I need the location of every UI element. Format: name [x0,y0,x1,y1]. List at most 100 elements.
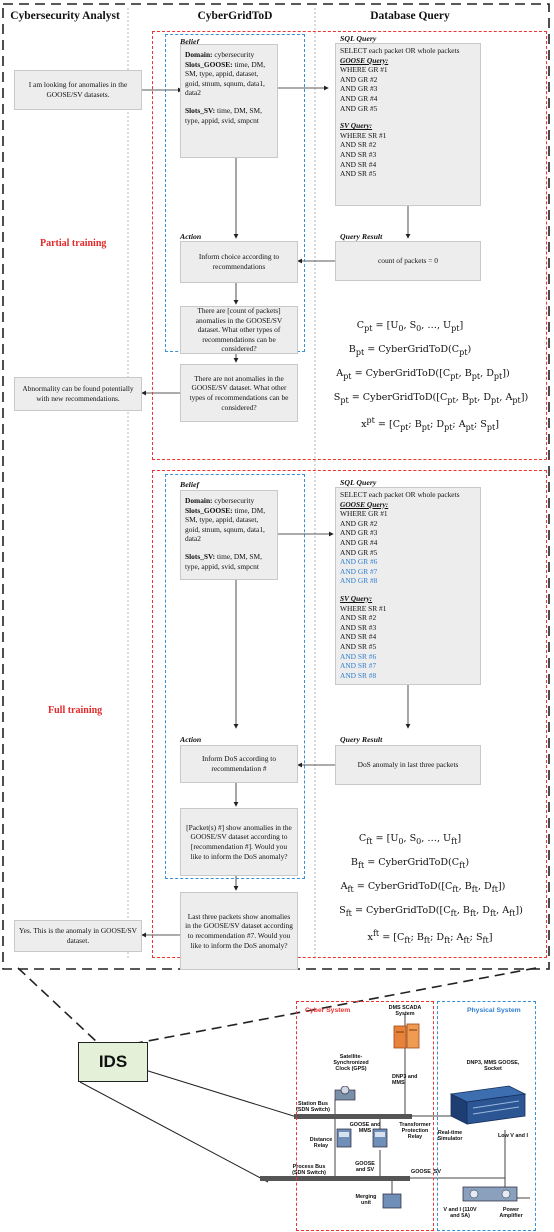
scada-server-icon [393,1023,420,1049]
full-system-response: Last three packets show anomalies in the… [180,892,298,970]
full-eq1: Cft = [U0, S0, …, Uft] [358,833,462,846]
goose-query-line: WHERE GR #1 [340,509,388,519]
goose-query-line: AND GR #2 [340,74,378,84]
goose-query-line: AND GR #4 [340,537,378,547]
real-time-simulator-icon [449,1085,527,1125]
full-belief-frame [165,474,305,879]
goose-query-line: AND GR #4 [340,93,378,103]
dnp3-mms-goose-label: DNP3, MMS GOOSE, Socket [466,1060,520,1073]
partial-frame [152,31,547,460]
full-inner-response: [Packet(s) #] show anomalies in the GOOS… [180,808,298,876]
full-eq5: xft = [Cft; Bft; Dft; Aft; Sft] [367,929,493,946]
physical-system-label: Physical System [467,1007,521,1014]
distance-relay-label: Distance Relay [309,1137,333,1150]
gps-clock-icon [334,1086,356,1101]
goose-query-new-line: AND GR #7 [340,566,378,576]
goose-query-line: AND GR #3 [340,84,378,94]
partial-eq3: Apt = CyberGridToD([Cpt, Bpt, Dpt]) [336,368,510,381]
goose-query-line: AND GR #2 [340,518,378,528]
sv-query-line: AND SR #3 [340,149,377,159]
process-bus-label: Process Bus (SDN Switch) [292,1164,326,1177]
goose-query-line: AND GR #3 [340,528,378,538]
ids-box: IDS [78,1042,148,1082]
low-vi-label: Low V and I [498,1133,528,1139]
sv-query-line: AND SR #4 [340,632,377,642]
partial-analyst-request: I am looking for anomalies in the GOOSE/… [14,70,142,110]
station-bus-label: Station Bus (SDN Switch) [296,1101,330,1114]
sv-query-line: AND SR #4 [340,159,377,169]
merging-unit-label: Merging unit [355,1194,377,1207]
header-tod: CyberGridToD [197,10,273,22]
full-eq2: Bft = CyberGridToD(Cft) [350,857,470,870]
full-result-label: Query Result [340,735,383,744]
partial-system-response: There are not anomalies in the GOOSE/SV … [180,364,298,422]
full-sql-label: SQL Query [340,478,377,487]
partial-sql-label: SQL Query [340,34,377,43]
goose-sv-label: GOOSE and SV [355,1161,375,1174]
goose-query-new-line: AND GR #8 [340,576,378,586]
partial-eq1: Cpt = [U0, S0, …, Upt] [356,320,464,333]
goose-query-new-line: AND GR #6 [340,557,378,567]
full-belief-box: Domain: cybersecurity Slots_GOOSE: time,… [180,490,278,580]
sv-query-line: AND SR #2 [340,613,377,623]
gps-label: Satellite-Synchronized Clock (GPS) [333,1054,369,1073]
partial-action-box[interactable]: Inform choice according to recommendatio… [180,241,298,283]
distance-relay-icon [336,1128,352,1148]
transformer-relay-icon [372,1128,388,1148]
full-action-label: Action [180,735,202,744]
goose-query-line: AND GR #5 [340,547,378,557]
partial-inner-response: There are [count of packets] anomalies i… [180,306,298,354]
scada-label: DMS SCADA System [388,1005,422,1018]
sv-query-new-line: AND SR #8 [340,670,377,680]
partial-eq5: xpt = [Cpt; Bpt; Dpt; Apt; Spt] [361,416,499,433]
full-frame [152,470,547,958]
partial-analyst-response: Abnormality can be found potentially wit… [14,377,142,411]
sv-query-line: AND SR #3 [340,622,377,632]
full-eq3: Aft = CyberGridToD([Cft, Bft, Dft]) [340,881,506,894]
partial-sql-box: SELECT each packet OR whole packets GOOS… [335,43,481,206]
header-db: Database Query [370,10,450,22]
goose-sv2-label: GOOSE_SV [411,1169,441,1175]
sv-query-line: AND SR #5 [340,641,377,651]
power-amp-label: Power Amplifier [499,1207,523,1220]
partial-eq2: Bpt = CyberGridToD(Cpt) [348,344,472,357]
sv-query-line: AND SR #2 [340,140,377,150]
full-analyst-response: Yes. This is the anomaly in GOOSE/SV dat… [14,920,142,952]
goose-query-line: AND GR #5 [340,103,378,113]
goose-query-line: WHERE GR #1 [340,65,388,75]
dnp3-mms-label: DNP3 and MMS [392,1074,418,1087]
partial-belief-label: Belief [180,37,200,46]
sv-query-line: AND SR #5 [340,169,377,179]
cyber-system-label: Cyber System [305,1007,351,1014]
partial-action-label: Action [180,232,202,241]
partial-result-box: count of packets = 0 [335,241,481,281]
physical-system-frame [437,1001,536,1231]
partial-training-label: Partial training [40,238,107,249]
vi-label: V and I (110V and 5A) [443,1207,477,1220]
full-action-box[interactable]: Inform DoS according to recommendation # [180,745,298,783]
sv-query-line: WHERE SR #1 [340,130,387,140]
full-result-box: DoS anomaly in last three packets [335,745,481,785]
partial-result-label: Query Result [340,232,383,241]
sv-query-line: WHERE SR #1 [340,603,387,613]
cyber-system-frame [296,1001,434,1231]
goose-mms-label: GOOSE and MMS [349,1122,381,1135]
sv-query-new-line: AND SR #7 [340,661,377,671]
full-training-label: Full training [48,705,103,716]
rts-label: Real-time Simulator [437,1130,463,1143]
power-amplifier-icon [462,1186,518,1202]
merging-unit-icon [382,1193,402,1209]
full-belief-label: Belief [180,480,200,489]
full-eq4: Sft = CyberGridToD([Cft, Bft, Dft, Aft]) [339,905,523,918]
partial-eq4: Spt = CyberGridToD([Cpt, Bpt, Dpt, Apt]) [333,392,529,405]
transformer-relay-label: Transformer Protection Relay [399,1122,431,1141]
full-sql-box: SELECT each packet OR whole packets GOOS… [335,487,481,685]
header-analyst: Cybersecurity Analyst [10,10,120,22]
partial-belief-box: Domain: cybersecurity Slots_GOOSE: time,… [180,44,278,158]
